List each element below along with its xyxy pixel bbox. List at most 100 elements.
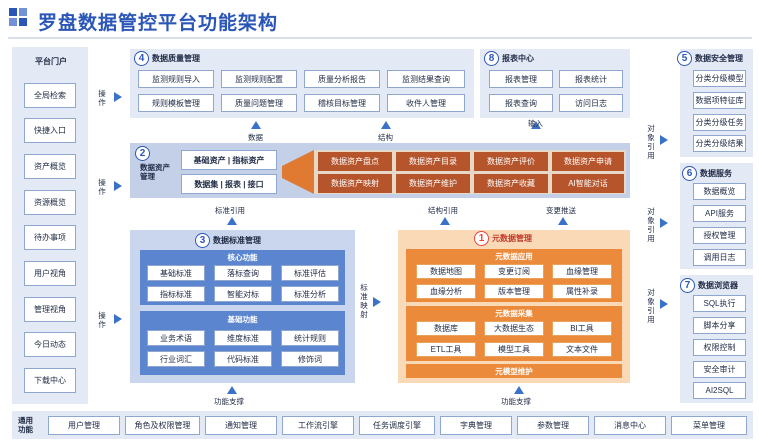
metadata-app-item[interactable]: 变更订阅 [484,264,544,279]
standard-core-item[interactable]: 指标标准 [147,286,205,302]
asset-item[interactable]: 数据资产维护 [396,174,470,193]
security-item[interactable]: 分类分级模型 [693,70,746,87]
quality-item[interactable]: 质量分析报告 [304,70,380,88]
standard-basic-item[interactable]: 统计规则 [281,330,339,346]
service-item[interactable]: 数据概览 [693,183,746,200]
standard-core-item[interactable]: 标准评估 [281,265,339,281]
arrow-up-icon [381,121,391,129]
portal-item-asset-overview[interactable]: 资产概览 [24,154,76,179]
metadata-collect-item[interactable]: 模型工具 [484,342,544,357]
security-item[interactable]: 分类分级结果 [693,135,746,152]
section-number-badge: 1 [474,231,489,246]
common-item[interactable]: 用户管理 [48,416,120,435]
change-push-label: 变更推送 [546,206,576,215]
browser-item[interactable]: 脚本分享 [693,317,746,334]
input-label: 输入 [528,119,543,128]
arrow-right-icon [660,218,668,228]
browser-item[interactable]: 权限控制 [693,339,746,356]
asset-left-item[interactable]: 数据集 | 报表 | 接口 [181,174,277,194]
arrow-up-icon [558,217,568,225]
metadata-collect-item[interactable]: 数据库 [416,321,476,336]
title-divider [8,37,752,39]
asset-item[interactable]: AI智能对话 [552,174,624,193]
quality-item[interactable]: 稽核目标管理 [304,94,380,112]
common-item[interactable]: 工作流引擎 [282,416,354,435]
common-title: 通用功能 [18,416,33,434]
common-item[interactable]: 消息中心 [594,416,666,435]
quality-item[interactable]: 监测规则配置 [221,70,297,88]
common-item[interactable]: 通知管理 [205,416,277,435]
metadata-collect-item[interactable]: 大数据生态 [484,321,544,336]
service-item[interactable]: API服务 [693,205,746,222]
arrow-up-icon [251,121,261,129]
quality-item[interactable]: 监测结果查询 [387,70,465,88]
standard-core-item[interactable]: 落标查询 [214,265,272,281]
quality-item[interactable]: 监测规则导入 [138,70,214,88]
report-item[interactable]: 访问日志 [559,94,623,112]
asset-left-item[interactable]: 基础资产 | 指标资产 [181,150,277,170]
metadata-collect-item[interactable]: ETL工具 [416,342,476,357]
metadata-app-item[interactable]: 版本管理 [484,284,544,299]
standard-core-item[interactable]: 基础标准 [147,265,205,281]
asset-item[interactable]: 数据资产评价 [474,152,548,171]
object-ref-label-3: 对象引用 [647,288,655,324]
metadata-collect-item[interactable]: BI工具 [552,321,612,336]
portal-item-manage-view[interactable]: 管理视角 [24,297,76,322]
metadata-app-item[interactable]: 属性补录 [552,284,612,299]
report-item[interactable]: 报表管理 [489,70,553,88]
standard-basic-item[interactable]: 代码标准 [214,351,272,367]
asset-title: 数据资产管理 [140,163,170,181]
portal-item-resource-overview[interactable]: 资源概览 [24,190,76,215]
metadata-collect-item[interactable]: 文本文件 [552,342,612,357]
portal-item-user-view[interactable]: 用户视角 [24,261,76,286]
service-item[interactable]: 调用日志 [693,249,746,266]
security-header: 5 数据安全管理 [677,51,743,66]
standard-basic-item[interactable]: 行业词汇 [147,351,205,367]
arrow-right-icon [114,181,122,191]
section-number-badge: 6 [682,166,697,181]
quality-item[interactable]: 质量问题管理 [221,94,297,112]
metadata-app-title: 元数据应用 [495,252,533,261]
common-item[interactable]: 参数管理 [517,416,589,435]
operate-label-2: 操作 [98,178,106,196]
common-item[interactable]: 任务调度引擎 [359,416,435,435]
metadata-app-item[interactable]: 数据地图 [416,264,476,279]
security-item[interactable]: 分类分级任务 [693,114,746,131]
security-item[interactable]: 数据项特征库 [693,92,746,109]
portal-item-today-news[interactable]: 今日动态 [24,332,76,357]
report-header: 8 报表中心 [484,51,534,66]
func-support-label: 功能支撑 [501,397,531,406]
common-item[interactable]: 角色及权限管理 [125,416,200,435]
service-item[interactable]: 授权管理 [693,227,746,244]
standard-basic-item[interactable]: 维度标准 [214,330,272,346]
report-item[interactable]: 报表查询 [489,94,553,112]
metadata-app-item[interactable]: 血缘管理 [552,264,612,279]
asset-item[interactable]: 数据资产收藏 [474,174,548,193]
standard-core-item[interactable]: 智能对标 [214,286,272,302]
asset-item[interactable]: 数据资产盘点 [318,152,392,171]
arrow-up-icon [227,386,237,394]
standard-basic-item[interactable]: 业务术语 [147,330,205,346]
section-number-badge: 4 [134,51,149,66]
report-item[interactable]: 报表统计 [559,70,623,88]
object-ref-label-2: 对象引用 [647,207,655,243]
portal-item-global-search[interactable]: 全局检索 [24,83,76,108]
browser-item[interactable]: 安全审计 [693,361,746,378]
asset-item[interactable]: 数据资产目录 [396,152,470,171]
standard-core-item[interactable]: 标准分析 [281,286,339,302]
asset-item[interactable]: 数据资产映射 [318,174,392,193]
asset-item[interactable]: 数据资产申请 [552,152,624,171]
quality-item[interactable]: 收件人管理 [387,94,465,112]
quality-item[interactable]: 规则模板管理 [138,94,214,112]
portal-item-download-center[interactable]: 下载中心 [24,368,76,393]
browser-item[interactable]: SQL执行 [693,295,746,312]
standard-basic-item[interactable]: 修饰词 [281,351,339,367]
common-item[interactable]: 字典管理 [440,416,512,435]
portal-item-quick-entry[interactable]: 快捷入口 [24,118,76,143]
browser-item[interactable]: AI2SQL [693,382,746,399]
metadata-app-item[interactable]: 血缘分析 [416,284,476,299]
common-item[interactable]: 菜单管理 [671,416,747,435]
standard-title: 数据标准管理 [213,236,261,245]
standard-core-title: 核心功能 [227,253,258,262]
portal-item-todo[interactable]: 待办事项 [24,225,76,250]
